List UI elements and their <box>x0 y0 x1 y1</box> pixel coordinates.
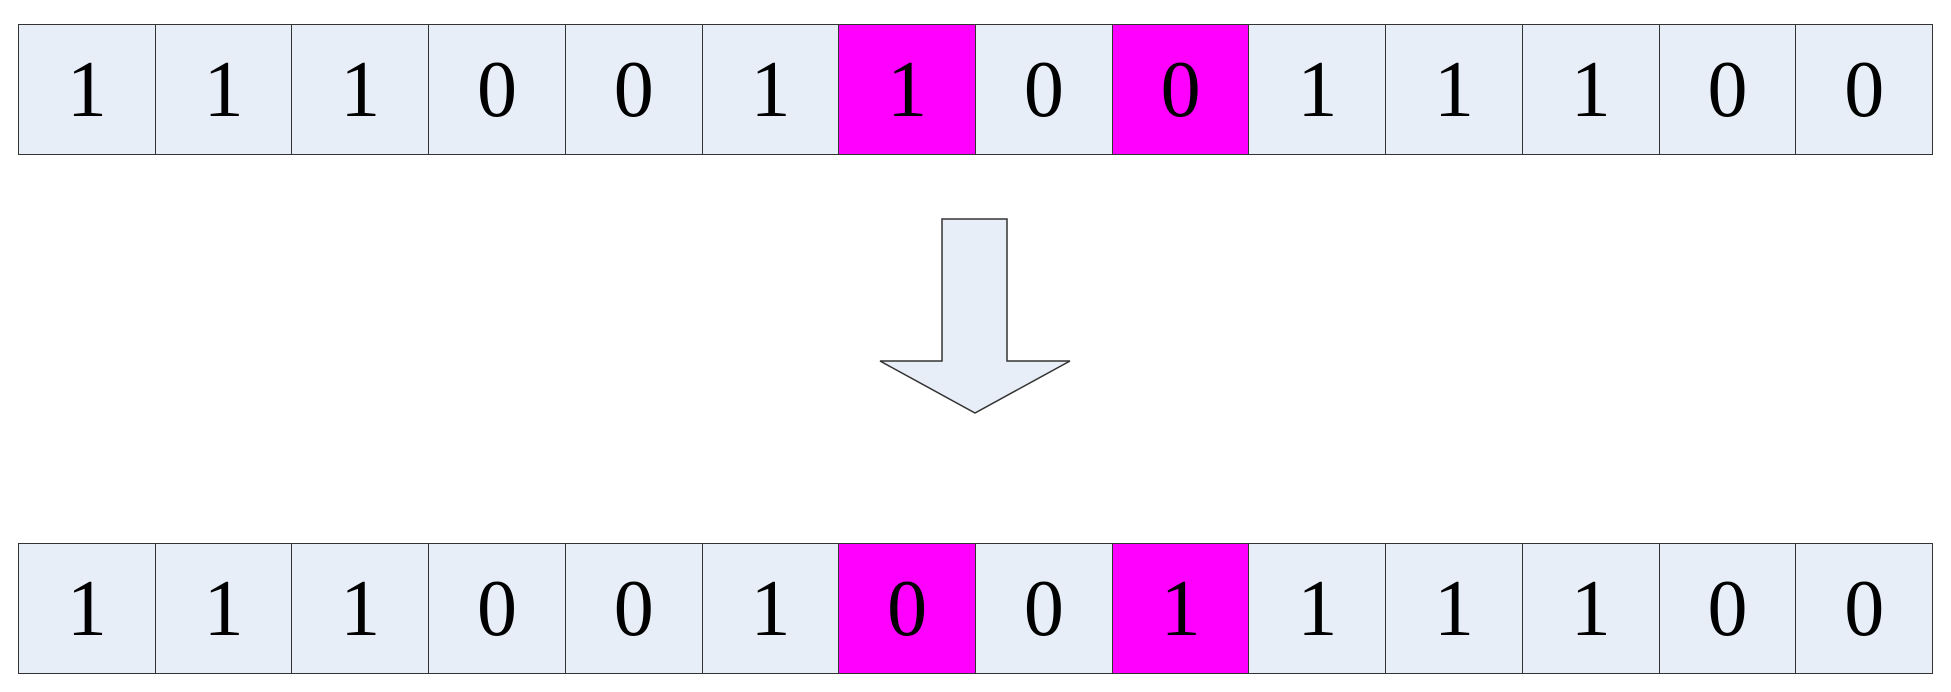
bit-cell: 1 <box>292 25 430 154</box>
bit-cell-highlighted: 1 <box>839 25 977 154</box>
bit-cell: 0 <box>1659 25 1797 154</box>
bit-cell-highlighted: 1 <box>1112 544 1250 673</box>
bit-cell: 1 <box>155 25 293 154</box>
bit-cell: 1 <box>1522 25 1660 154</box>
bit-cell: 0 <box>429 544 566 673</box>
bit-cell: 0 <box>976 25 1113 154</box>
bit-cell-highlighted: 0 <box>839 544 977 673</box>
bit-cell: 0 <box>1659 544 1797 673</box>
bit-cell: 1 <box>1522 544 1660 673</box>
bit-cell: 0 <box>1796 25 1933 154</box>
bit-cell: 1 <box>19 544 156 673</box>
bit-cell: 0 <box>429 25 566 154</box>
bit-cell: 0 <box>976 544 1113 673</box>
bit-cell: 1 <box>1249 25 1387 154</box>
bit-cell: 1 <box>1386 544 1523 673</box>
bit-cell: 0 <box>565 25 703 154</box>
bit-cell: 1 <box>19 25 156 154</box>
bit-cell: 0 <box>565 544 703 673</box>
down-arrow-shape <box>879 218 1071 414</box>
bit-cell: 1 <box>1386 25 1523 154</box>
bit-cell-highlighted: 0 <box>1112 25 1250 154</box>
bit-cell: 1 <box>702 544 840 673</box>
bit-cell: 1 <box>702 25 840 154</box>
bit-cell: 1 <box>155 544 293 673</box>
bit-cell: 1 <box>292 544 430 673</box>
bit-cell: 1 <box>1249 544 1387 673</box>
bit-cell: 0 <box>1796 544 1933 673</box>
